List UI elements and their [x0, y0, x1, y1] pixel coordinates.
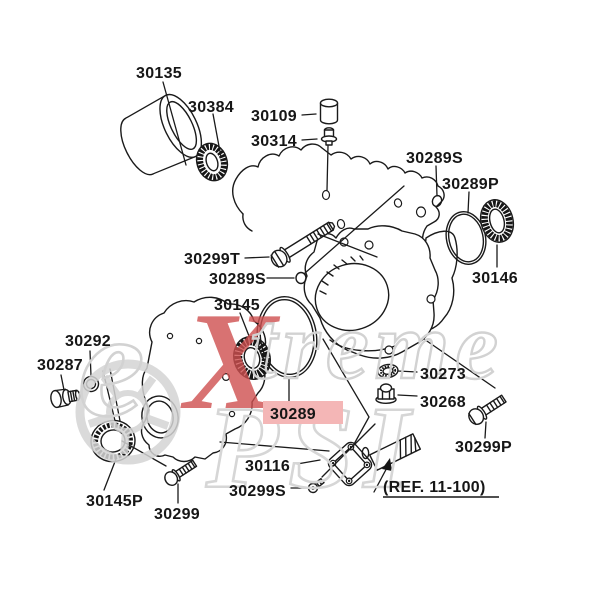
part-label-30116: 30116	[245, 458, 290, 475]
part-label-30273: 30273	[420, 366, 466, 383]
part-label-30287: 30287	[37, 357, 83, 374]
part-30289s-oring-top	[431, 194, 443, 208]
main-housing	[303, 225, 439, 359]
part-label-30289s-mid: 30289S	[209, 271, 266, 288]
reference-note: (REF. 11-100)	[383, 479, 499, 498]
rear-plate-gasket-outline	[232, 143, 445, 310]
highlighted-part-label: 30289	[263, 401, 343, 424]
part-label-30299p: 30299P	[455, 439, 512, 456]
watermark-letters-treme: treme	[250, 292, 504, 399]
part-label-30299: 30299	[154, 506, 200, 523]
part-30314-bolt	[320, 127, 338, 201]
part-30268-nut	[375, 383, 397, 405]
leader-lines	[60, 81, 498, 504]
housing-dome	[314, 255, 390, 332]
part-label-30145p: 30145P	[86, 493, 143, 510]
part-labels: 30135 30384 30109 30314 30289S 30289P 30…	[37, 65, 518, 523]
part-label-30135: 30135	[136, 65, 182, 82]
arrowhead	[382, 458, 392, 471]
part-label-30289: 30289	[270, 406, 316, 423]
part-30273-washer	[377, 363, 399, 379]
part-label-30289p: 30289P	[442, 176, 499, 193]
part-label-30314: 30314	[251, 133, 297, 150]
part-label-30145: 30145	[214, 297, 260, 314]
part-label-30292: 30292	[65, 333, 111, 350]
part-label-30268: 30268	[420, 394, 466, 411]
part-30299t-bolt	[270, 221, 336, 268]
part-label-30299s: 30299S	[229, 483, 286, 500]
part-30299-bolt	[164, 459, 198, 486]
part-highlight-box	[263, 401, 343, 424]
part-30146-seal	[479, 199, 515, 243]
reference-note-text: (REF. 11-100)	[383, 479, 486, 496]
part-label-30289s-top: 30289S	[406, 150, 463, 167]
part-30289-oring	[256, 295, 318, 379]
part-30109-cap	[319, 98, 339, 125]
part-label-30299t: 30299T	[184, 251, 240, 268]
part-30299s-screw	[307, 477, 325, 494]
watermark-wheel-logo	[75, 359, 181, 465]
reference-component	[361, 433, 421, 493]
part-label-30109: 30109	[251, 108, 297, 125]
part-label-30384: 30384	[188, 99, 234, 116]
part-30289s-oring-mid	[295, 271, 307, 285]
watermark-letter-e: e	[78, 282, 145, 448]
part-30299p-bolt	[468, 394, 507, 426]
part-label-30146: 30146	[472, 270, 518, 287]
